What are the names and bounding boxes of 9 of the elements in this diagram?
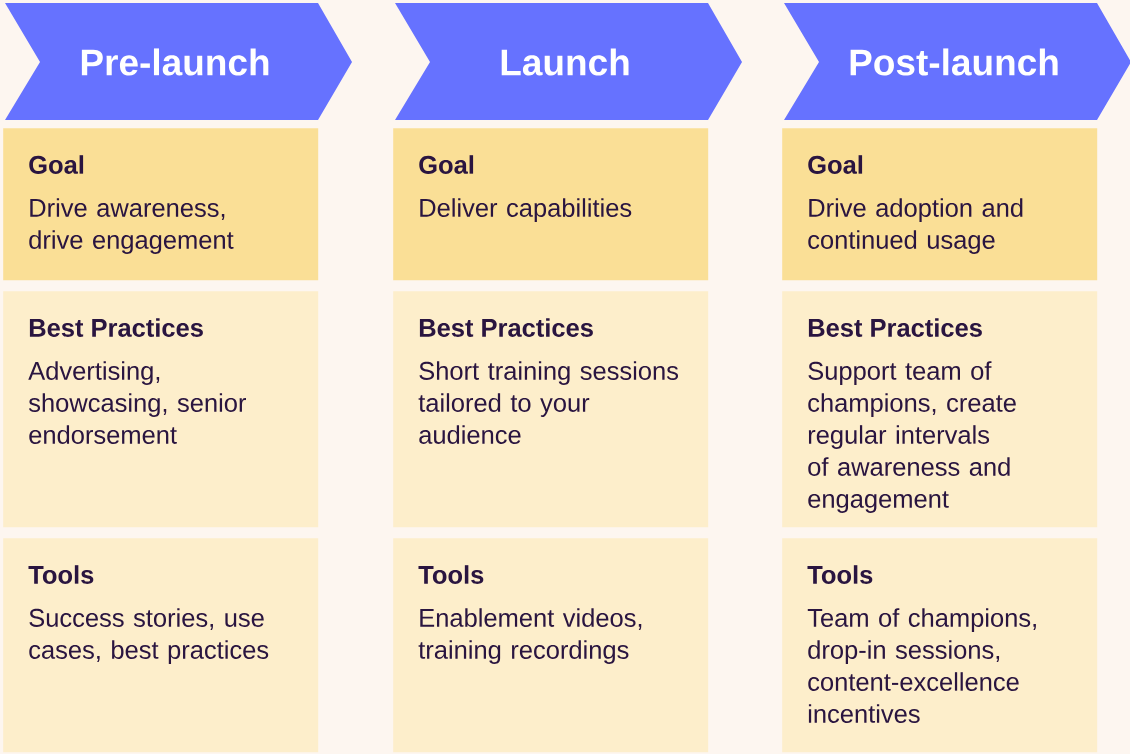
stage-card: Goal Drive awareness, drive engagement bbox=[3, 128, 319, 281]
stage-card: Best Practices Short training sessions tailored to your audience bbox=[393, 291, 709, 528]
stage-card: Tools Team of champions, drop-in sessions, content-excellence incentives bbox=[782, 538, 1098, 753]
stage-card: Best Practices Advertising, showcasing, senior endorsement bbox=[3, 291, 319, 528]
stage-card: Goal Deliver capabilities bbox=[393, 128, 709, 281]
stage-card: Best Practices Support team of champions, create regular intervals of awareness and engagement bbox=[782, 291, 1098, 528]
stage-card: Goal Drive adoption and continued usage bbox=[782, 128, 1098, 281]
stage-card: Tools Enablement videos, training recordings bbox=[393, 538, 709, 753]
stage-card: Tools Success stories, use cases, best practices bbox=[3, 538, 319, 753]
